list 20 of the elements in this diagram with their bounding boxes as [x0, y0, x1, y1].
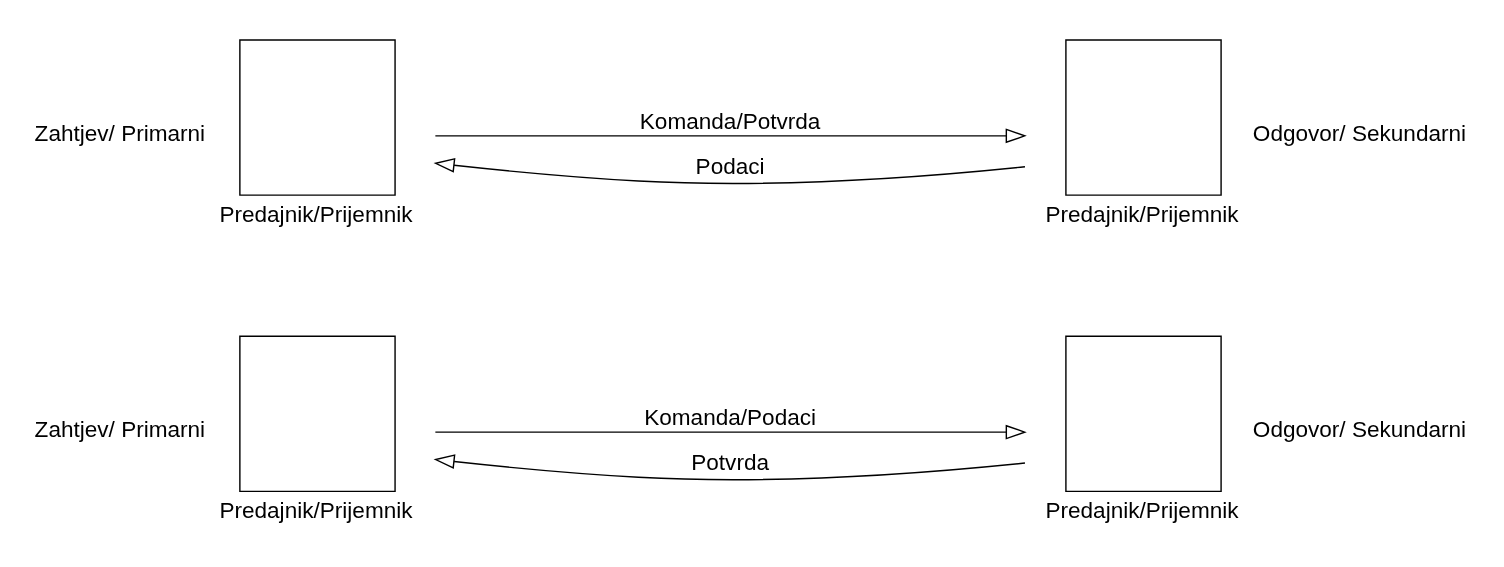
- edge-label: Komanda/Podaci: [644, 404, 817, 430]
- node-label: Predajnik/Prijemnik: [219, 201, 413, 227]
- edge-label: Komanda/Potvrda: [639, 108, 821, 134]
- node-label: Predajnik/Prijemnik: [1045, 497, 1239, 523]
- node-label: Zahtjev/ Primarni: [34, 120, 206, 146]
- node-box: [1065, 335, 1222, 492]
- edge-label: Potvrda: [691, 449, 770, 475]
- node-box: [239, 335, 396, 492]
- node-box: [239, 38, 396, 196]
- node-label: Odgovor/ Sekundarni: [1252, 120, 1467, 146]
- node-label: Odgovor/ Sekundarni: [1252, 417, 1467, 442]
- node-label: Predajnik/Prijemnik: [1045, 201, 1239, 227]
- arrow: [433, 453, 1026, 480]
- node-label: Zahtjev/ Primarni: [34, 417, 206, 442]
- arrow: [433, 157, 1026, 184]
- edge-label: Podaci: [695, 153, 765, 179]
- arrow: [434, 127, 1027, 143]
- node-label: Predajnik/Prijemnik: [219, 497, 413, 523]
- node-box: [1065, 38, 1222, 196]
- arrow: [434, 424, 1027, 440]
